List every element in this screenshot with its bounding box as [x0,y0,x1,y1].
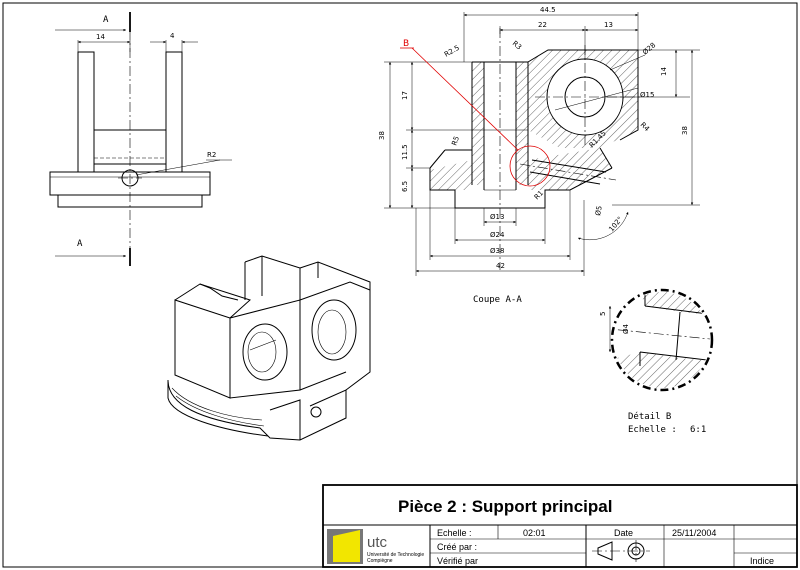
isometric-view [167,255,371,441]
indice-label: Indice [750,556,774,566]
cree-label: Créé par : [437,542,477,552]
dim-44-5: 44.5 [540,6,556,14]
dim-14-right: 14 [660,67,668,76]
dim-d5: Ø5 [594,205,604,216]
title-block: Pièce 2 : Support principal utc Universi… [322,484,798,568]
verifie-label: Vérifié par [437,556,478,566]
dim-22: 22 [538,21,547,29]
detail-scale-label: Echelle : [628,425,677,435]
logo-line2: Compiègne [367,558,393,564]
dim-d24: Ø24 [490,231,505,239]
section-view-aa: 44.5 22 13 R2.5 R3 Ø28 Ø15 R4 R1.45 14 3… [378,6,700,305]
dim-11-5: 11.5 [401,144,409,160]
logo-line1: Université de Technologie [367,552,424,558]
dim-38-right: 38 [681,126,689,135]
detail-scale-value: 6:1 [690,425,706,435]
dim-r4: R4 [639,121,652,134]
dim-d13: Ø13 [490,213,504,221]
dim-d28: Ø28 [641,41,657,56]
front-view: A A 14 4 R2 [49,12,232,266]
logo-name: utc [367,534,388,551]
echelle-value: 02:01 [523,528,546,538]
dim-r2-5: R2.5 [443,44,461,59]
coupe-label: Coupe A-A [473,295,522,305]
detail-dim-5: 5 [599,312,607,316]
dim-r2: R2 [207,151,216,159]
dim-r5-left: R5 [450,135,461,147]
section-mark-bottom: A [77,239,83,249]
projection-symbol-icon [592,540,650,562]
detail-callout-b: B [403,39,409,49]
title-block-title: Pièce 2 : Support principal [398,497,612,516]
dim-4-front: 4 [170,32,175,40]
date-value: 25/11/2004 [672,528,716,538]
dim-6-5: 6.5 [401,181,409,192]
dim-13: 13 [604,21,613,29]
dim-d38: Ø38 [490,247,504,255]
detail-b-view: 5 Ø4 Détail B Echelle : 6:1 [599,288,714,435]
dim-17: 17 [401,91,409,100]
dim-14-front: 14 [96,33,105,41]
dim-42: 42 [496,262,505,270]
date-label: Date [614,528,633,538]
section-mark-top: A [103,15,109,25]
dim-r1-small: R1 [533,189,545,201]
detail-dim-d4: Ø4 [622,323,630,334]
dim-r3: R3 [511,39,523,51]
logo-yellow-block [333,530,360,562]
dim-d15: Ø15 [640,91,654,99]
detail-label: Détail B [628,411,671,422]
dim-38-left: 38 [378,131,386,140]
echelle-label: Echelle : [437,528,472,538]
